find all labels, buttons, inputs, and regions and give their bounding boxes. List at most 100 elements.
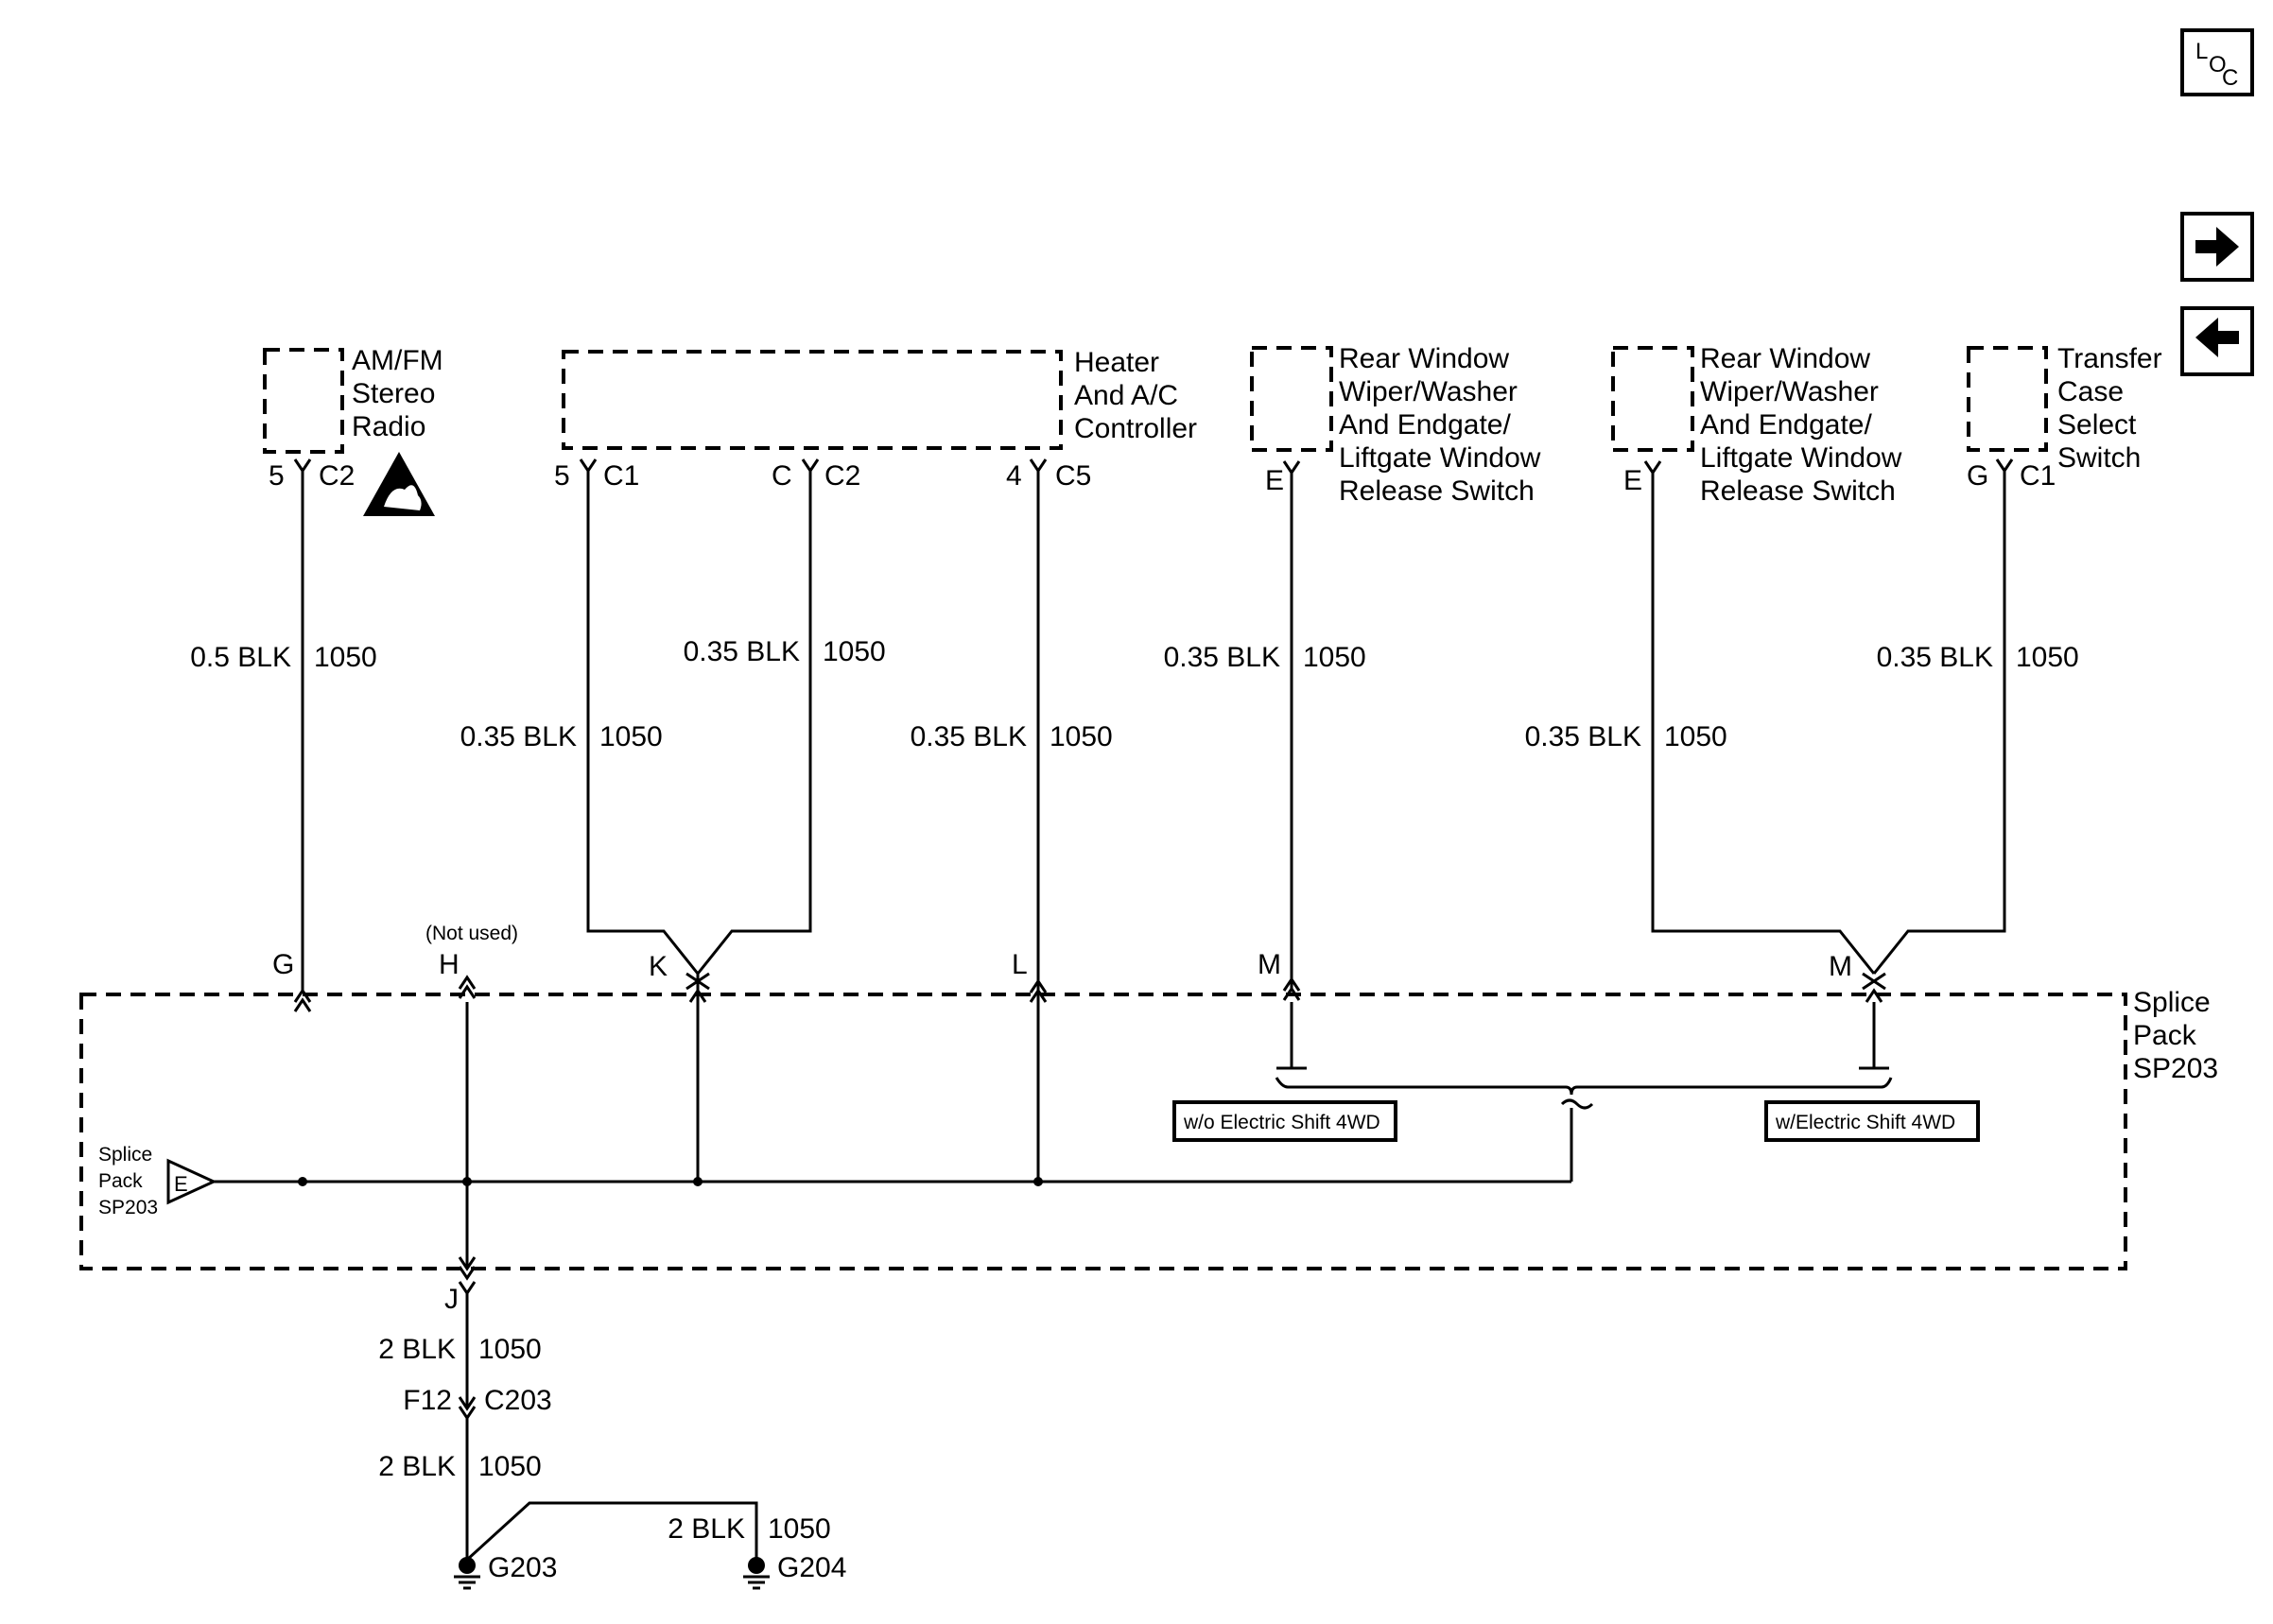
loc-c-text: C: [2222, 65, 2238, 91]
splice-pin-j: J: [444, 1284, 459, 1315]
arrow-left-icon: [2195, 318, 2239, 357]
ground-wire-gauge: 2 BLK: [378, 1451, 456, 1482]
hvac-label-line1: Heater: [1074, 347, 1159, 378]
rear-wiper-1-wire-gauge: 0.35 BLK: [1164, 642, 1280, 673]
hvac-label-line3: Controller: [1074, 413, 1197, 444]
rear-wiper-1-line1: Rear Window: [1339, 343, 1509, 374]
splice-side-3: SP203: [98, 1197, 158, 1218]
splice-side-pin: E: [174, 1172, 188, 1196]
radio-label-line1: AM/FM: [352, 345, 443, 376]
splice-pin-g: G: [272, 949, 294, 980]
transfer-case-wire-gauge: 0.35 BLK: [1877, 642, 1993, 673]
radio-pin: 5: [269, 460, 285, 492]
hvac-connector-c: C5: [1055, 460, 1091, 492]
radio-connector: C2: [319, 460, 355, 492]
splice-connector-symbols: [293, 972, 1886, 1421]
hvac-pin-b: C: [772, 460, 792, 492]
splice-pin-m1: M: [1258, 949, 1281, 980]
transfer-case-component-box: [1967, 346, 2048, 452]
radio-label-line2: Stereo: [352, 378, 435, 409]
hvac-label: Heater And A/C Controller: [1074, 347, 1197, 444]
splice-pack-title: Splice Pack SP203: [2133, 987, 2218, 1084]
rear-wiper-2-pin: E: [1623, 465, 1642, 496]
rear-wiper-2-line1: Rear Window: [1700, 343, 1870, 374]
not-used-label: (Not used): [425, 923, 518, 944]
rear-wiper-1-wire-circuit: 1050: [1303, 642, 1366, 673]
hvac-c2-wire-circuit: 1050: [823, 636, 886, 667]
transfer-case-label: Transfer Case Select Switch: [2057, 343, 2162, 474]
transfer-case-line1: Transfer: [2057, 343, 2162, 374]
previous-page-button[interactable]: [2180, 306, 2254, 376]
hvac-connector-b: C2: [824, 460, 860, 492]
rear-wiper-1-component-box: [1250, 346, 1333, 452]
hvac-c1-wire-gauge: 0.35 BLK: [460, 721, 577, 752]
transfer-case-wire-circuit: 1050: [2016, 642, 2079, 673]
splice-pack-side-label: Splice Pack SP203: [98, 1144, 158, 1218]
hvac-c5-wire-circuit: 1050: [1050, 721, 1113, 752]
ground-g204: G204: [743, 1552, 846, 1590]
hvac-component-box: [562, 350, 1063, 450]
splice-title-2: Pack: [2133, 1020, 2197, 1051]
component-pins: 5 C2 5 C1 C C2 4 C5 E E G C1: [269, 460, 2056, 496]
c203-pin: F12: [403, 1385, 452, 1416]
ground-g204-label: G204: [777, 1552, 846, 1583]
ground-wire-circuit: 1050: [478, 1451, 542, 1482]
rear-wiper-1-line2: Wiper/Washer: [1339, 376, 1518, 407]
rear-wiper-2-component-box: [1611, 346, 1694, 452]
wire-labels: 0.5 BLK 1050 0.35 BLK 1050 0.35 BLK 1050…: [190, 636, 2079, 1545]
option-with-electric-shift: w/Electric Shift 4WD: [1764, 1100, 1980, 1142]
hvac-c5-wire-gauge: 0.35 BLK: [911, 721, 1027, 752]
next-page-button[interactable]: [2180, 212, 2254, 282]
radio-component-box: [263, 348, 344, 454]
c203-name: C203: [484, 1385, 552, 1416]
splice-pack-box: [79, 993, 2127, 1270]
label-separators: [301, 635, 2006, 752]
arrow-right-icon: [2195, 227, 2239, 267]
rear-wiper-1-line3: And Endgate/: [1339, 409, 1511, 441]
splice-dots: [298, 1177, 1043, 1186]
splice-pin-h: H: [439, 949, 460, 980]
rear-wiper-2-line4: Liftgate Window: [1700, 442, 1902, 474]
rear-wiper-2-line3: And Endgate/: [1700, 409, 1872, 441]
loc-o-text: O: [2209, 52, 2227, 78]
rear-wiper-1-line5: Release Switch: [1339, 475, 1535, 507]
splice-pin-m2: M: [1829, 951, 1852, 982]
option-with-text: w/Electric Shift 4WD: [1775, 1112, 1955, 1133]
radio-wire-circuit: 1050: [314, 642, 377, 673]
rear-wiper-2-line5: Release Switch: [1700, 475, 1896, 507]
hvac-pin-c: 4: [1006, 460, 1022, 492]
hvac-c1-wire-circuit: 1050: [599, 721, 663, 752]
hvac-connector-a: C1: [603, 460, 639, 492]
esd-warning-icon: [363, 452, 435, 516]
ground-g203: G203: [454, 1552, 557, 1590]
g204-wire-gauge: 2 BLK: [668, 1513, 745, 1545]
ground-g203-label: G203: [488, 1552, 557, 1583]
radio-wire-gauge: 0.5 BLK: [190, 642, 291, 673]
transfer-case-pin: G: [1967, 460, 1988, 492]
rear-wiper-2-wire-gauge: 0.35 BLK: [1525, 721, 1641, 752]
j-wire-circuit: 1050: [478, 1334, 542, 1365]
rear-wiper-2-wire-circuit: 1050: [1664, 721, 1727, 752]
hvac-pin-a: 5: [554, 460, 570, 492]
splice-side-2: Pack: [98, 1170, 143, 1192]
transfer-case-line4: Switch: [2057, 442, 2141, 474]
option-without-text: w/o Electric Shift 4WD: [1183, 1112, 1380, 1133]
rear-wiper-1-line4: Liftgate Window: [1339, 442, 1541, 474]
splice-pack-side-connector: E: [166, 1158, 217, 1205]
splice-pin-k: K: [649, 951, 668, 982]
j-wire-gauge: 2 BLK: [378, 1334, 456, 1365]
radio-label-line3: Radio: [352, 411, 425, 442]
option-without-electric-shift: w/o Electric Shift 4WD: [1172, 1100, 1397, 1142]
splice-title-3: SP203: [2133, 1053, 2218, 1084]
splice-pin-l: L: [1012, 949, 1028, 980]
splice-pins: G H K L M M J: [272, 949, 1852, 1315]
splice-title-1: Splice: [2133, 987, 2211, 1018]
hvac-c2-wire-gauge: 0.35 BLK: [684, 636, 800, 667]
g204-wire-circuit: 1050: [768, 1513, 831, 1545]
rear-wiper-1-pin: E: [1265, 465, 1284, 496]
transfer-case-connector: C1: [2020, 460, 2056, 492]
transfer-case-line2: Case: [2057, 376, 2124, 407]
loc-button[interactable]: L O C: [2180, 28, 2254, 96]
transfer-case-line3: Select: [2057, 409, 2137, 441]
